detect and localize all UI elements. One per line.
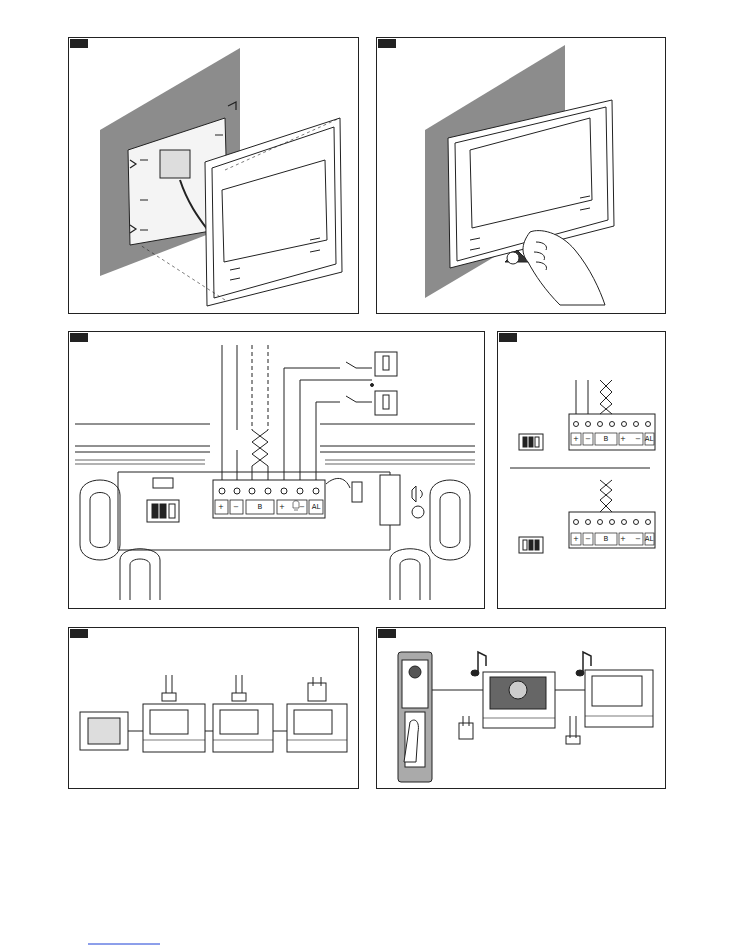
system-figure bbox=[80, 675, 347, 752]
terminal-label: AL bbox=[645, 435, 654, 443]
terminal-label: + bbox=[573, 435, 579, 443]
call-figure bbox=[398, 652, 653, 782]
terminal-label: − bbox=[299, 503, 305, 511]
terminal-label: − bbox=[585, 435, 591, 443]
terminal-label: B bbox=[258, 503, 263, 511]
terminal-label: + bbox=[573, 535, 579, 543]
terminal-label: AL bbox=[645, 535, 654, 543]
terminal-label: + bbox=[620, 535, 626, 543]
wiring-figure bbox=[75, 345, 475, 600]
link-underline bbox=[88, 944, 160, 945]
terminal-label: AL bbox=[312, 503, 321, 511]
jumper-figure bbox=[510, 380, 655, 553]
terminal-label: B bbox=[604, 435, 609, 443]
terminal-label: − bbox=[585, 535, 591, 543]
terminal-label: + bbox=[620, 435, 626, 443]
push-figure bbox=[425, 45, 614, 305]
panel-frames bbox=[69, 38, 666, 789]
terminal-label: − bbox=[635, 435, 641, 443]
terminal-label: + bbox=[218, 503, 224, 511]
terminal-label: + bbox=[279, 503, 285, 511]
mounting-figure bbox=[100, 48, 342, 306]
terminal-label: B bbox=[604, 535, 609, 543]
terminal-label: − bbox=[233, 503, 239, 511]
terminal-label: − bbox=[635, 535, 641, 543]
